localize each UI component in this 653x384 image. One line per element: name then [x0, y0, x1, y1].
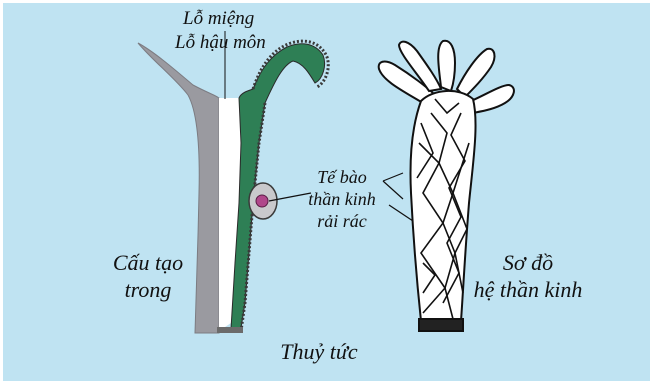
- nerve-cell: [256, 195, 268, 207]
- tentacle-5: [471, 85, 514, 113]
- label-nerve-cells-line3: rải rác: [299, 210, 385, 232]
- hydra-base-left: [217, 327, 243, 333]
- hydra-base-right: [419, 319, 463, 331]
- hydra-figure: Lỗ miệng Lỗ hậu môn Tế bào thần kinh rải…: [3, 3, 650, 381]
- label-nerve-cells-line1: Tế bào: [299, 166, 385, 188]
- label-mouth: Lỗ miệng: [183, 9, 254, 28]
- label-internal-structure-line2: trong: [103, 276, 193, 303]
- label-internal-structure-line1: Cấu tạo: [103, 249, 193, 276]
- tentacle-4: [457, 49, 494, 97]
- label-nervous-system-line2: hệ thần kinh: [463, 276, 593, 303]
- label-internal-structure: Cấu tạo trong: [103, 249, 193, 303]
- label-nervous-system-line1: Sơ đồ: [463, 249, 593, 276]
- label-nerve-cells-line2: thần kinh: [299, 188, 385, 210]
- label-anus: Lỗ hậu môn: [175, 33, 266, 52]
- figure-caption: Thuỷ tức: [259, 341, 379, 363]
- label-nervous-system-diagram: Sơ đồ hệ thần kinh: [463, 249, 593, 303]
- tentacle-3: [438, 41, 455, 91]
- label-nerve-cells: Tế bào thần kinh rải rác: [299, 166, 385, 232]
